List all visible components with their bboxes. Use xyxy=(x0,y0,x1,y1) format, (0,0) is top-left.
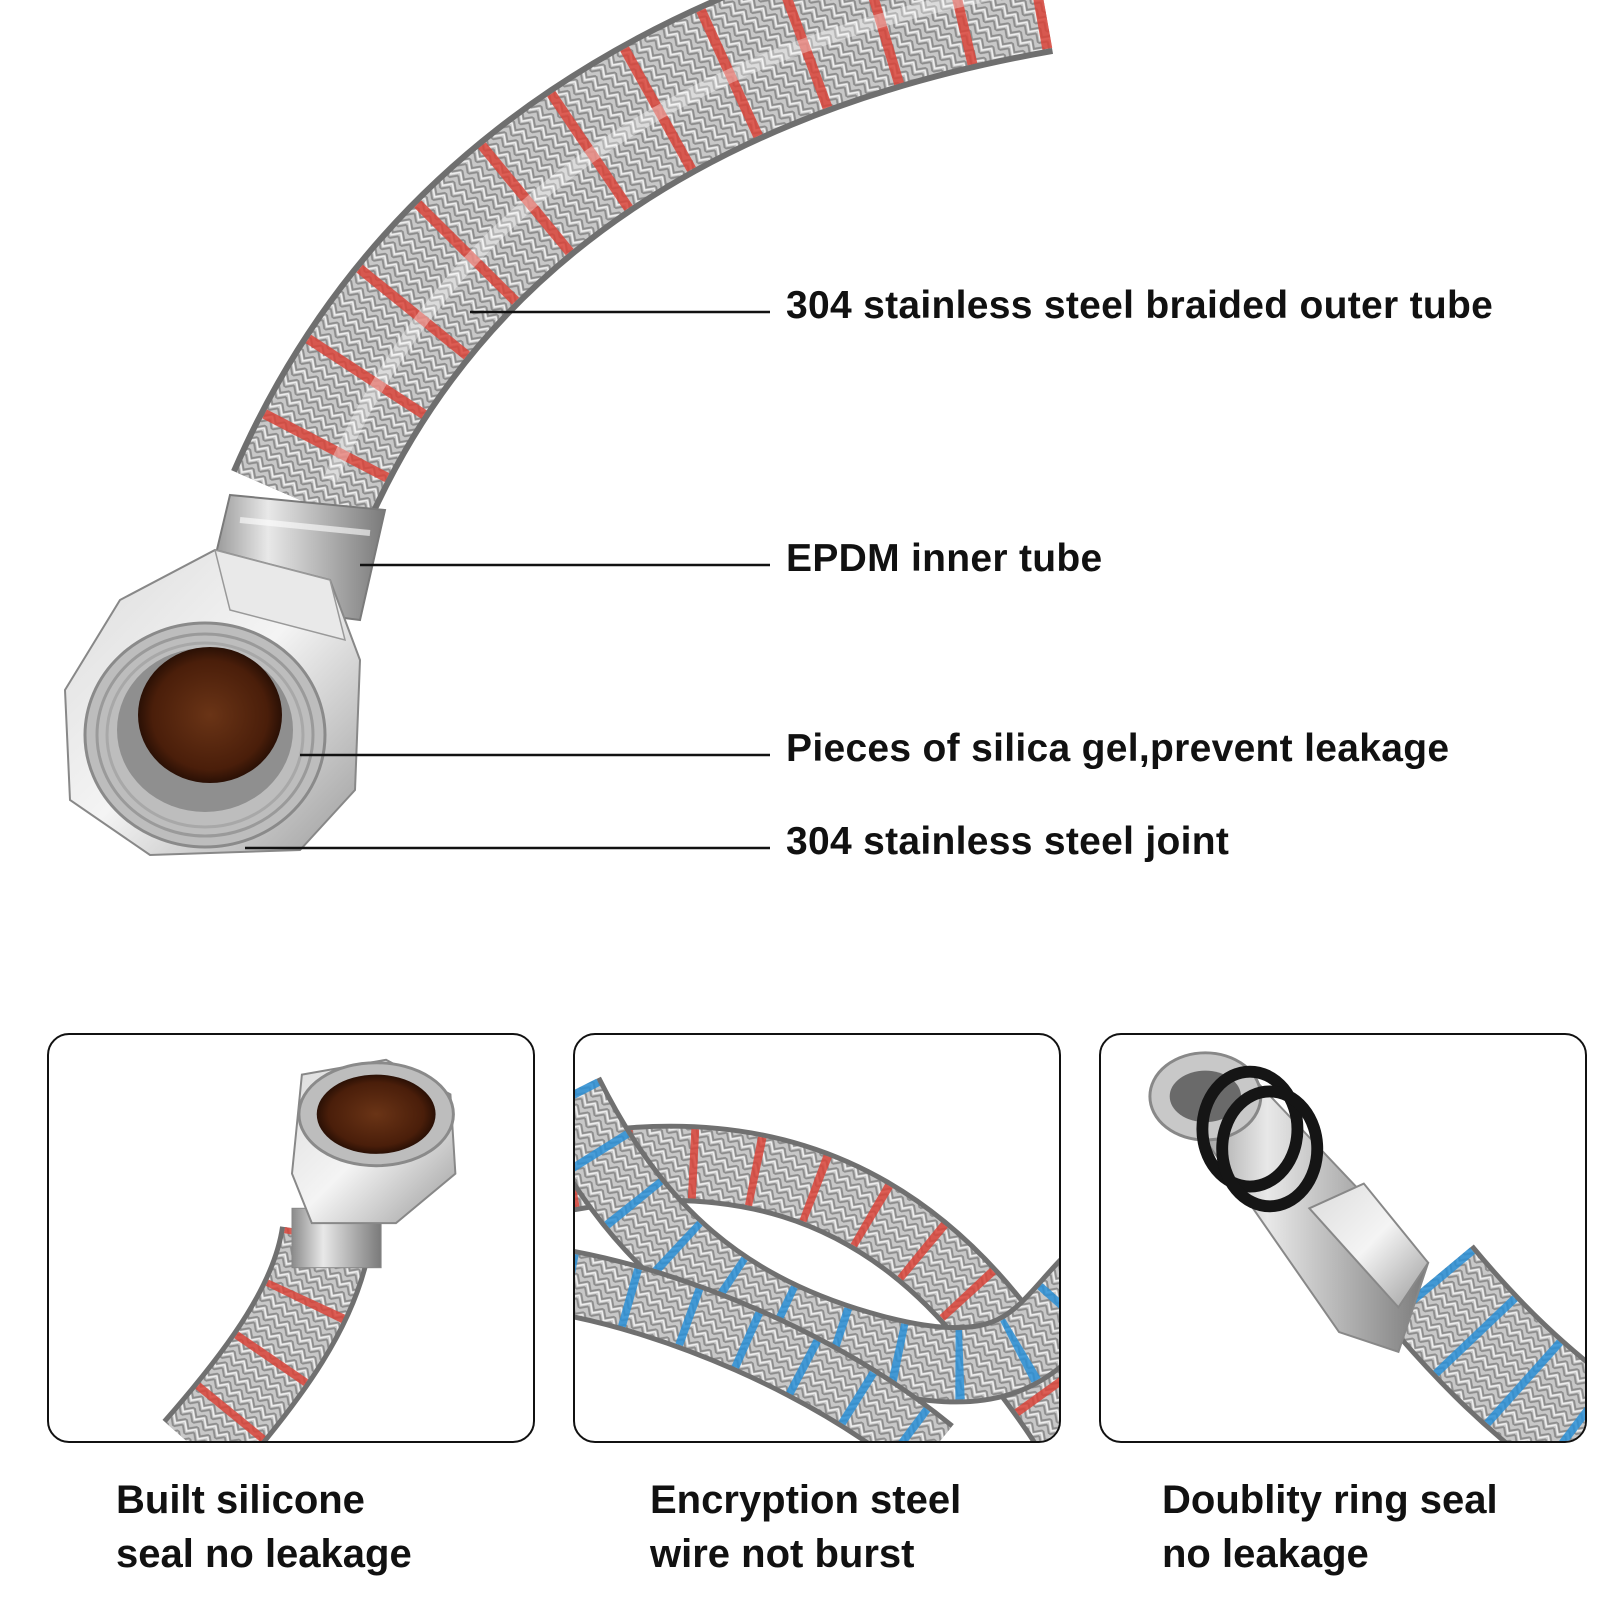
callout-label-silica-gel: Pieces of silica gel,prevent leakage xyxy=(786,727,1450,770)
ring-seal-illustration xyxy=(1148,1051,1585,1441)
caption-line-1: Doublity ring seal xyxy=(1162,1478,1498,1522)
callout-lines xyxy=(245,310,770,850)
callout-label-joint: 304 stainless steel joint xyxy=(786,820,1230,863)
caption-line-1: Built silicone xyxy=(116,1478,365,1522)
feature-panel-encryption-steel xyxy=(573,1033,1061,1443)
caption-line-2: seal no leakage xyxy=(116,1532,412,1576)
caption-line-2: no leakage xyxy=(1162,1532,1369,1576)
feature-caption-silicone-seal: Built silicone seal no leakage xyxy=(116,1473,412,1581)
caption-line-2: wire not burst xyxy=(650,1532,915,1576)
feature-caption-encryption-steel: Encryption steel wire not burst xyxy=(650,1473,961,1581)
feature-panel-ring-seal xyxy=(1099,1033,1587,1443)
callout-label-inner-tube: EPDM inner tube xyxy=(786,537,1103,580)
caption-line-1: Encryption steel xyxy=(650,1478,962,1522)
silicone-seal-illustration xyxy=(162,1058,457,1441)
feature-caption-ring-seal: Doublity ring seal no leakage xyxy=(1162,1473,1498,1581)
silica-gel-washer xyxy=(138,647,282,783)
encryption-steel-illustration xyxy=(575,1076,1059,1441)
callout-label-outer-tube: 304 stainless steel braided outer tube xyxy=(786,284,1494,327)
hose-main-illustration xyxy=(63,0,1054,857)
hex-nut xyxy=(63,548,362,857)
feature-panel-silicone-seal xyxy=(47,1033,535,1443)
braided-hose xyxy=(231,0,1054,531)
